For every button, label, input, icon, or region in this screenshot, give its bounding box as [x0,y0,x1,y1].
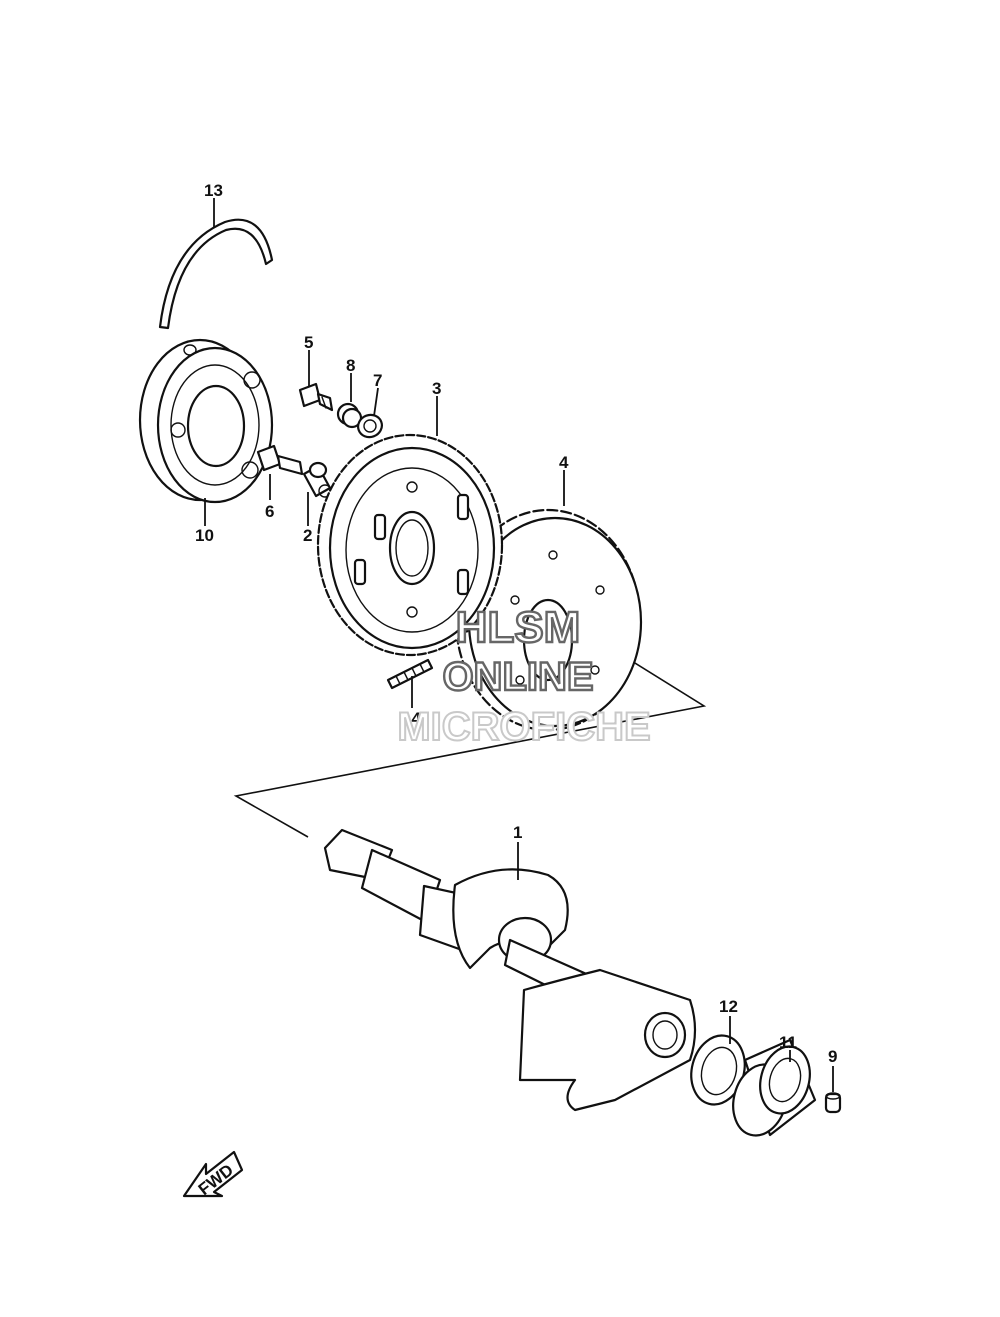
assembly-guide-line [233,631,707,838]
watermark-line-3: MICROFICHE [397,705,650,749]
callout-3[interactable]: 3 [432,379,441,398]
callout-10[interactable]: 10 [195,526,214,545]
o-ring-part-7[interactable] [355,412,385,441]
callout-4[interactable]: 4 [559,453,569,472]
snap-ring-part[interactable] [158,218,274,330]
spring-part-14[interactable] [386,658,434,690]
bolt-part-5[interactable] [298,382,334,412]
ball-bearing-part[interactable] [138,338,274,504]
spacer-part-2[interactable] [302,461,332,498]
callout-11[interactable]: 11 [779,1033,797,1052]
pin-part-9[interactable] [824,1092,842,1114]
callout-14[interactable]: 14 [402,709,421,728]
leader-line [373,387,379,417]
callout-6[interactable]: 6 [265,502,274,521]
callout-1[interactable]: 1 [513,823,522,842]
callout-8[interactable]: 8 [346,356,355,375]
needle-bearing-part-11[interactable] [726,1038,817,1142]
callout-13[interactable]: 13 [204,181,223,200]
callout-12[interactable]: 12 [719,997,738,1016]
crankshaft-part-1[interactable] [323,828,697,1112]
callout-2[interactable]: 2 [303,526,312,545]
fwd-arrow-icon [182,1150,244,1198]
callout-7[interactable]: 7 [373,371,382,390]
callout-9[interactable]: 9 [828,1047,837,1066]
collar-part-8[interactable] [336,402,363,429]
starter-driven-gear-part-4[interactable] [454,508,643,732]
watermark-line-2: ONLINE [442,655,593,699]
watermark-line-1: HLSM [456,603,581,652]
bolt-part-6[interactable] [256,444,304,476]
callout-5[interactable]: 5 [304,333,313,352]
starter-clutch-gear-part-3[interactable] [316,433,504,657]
